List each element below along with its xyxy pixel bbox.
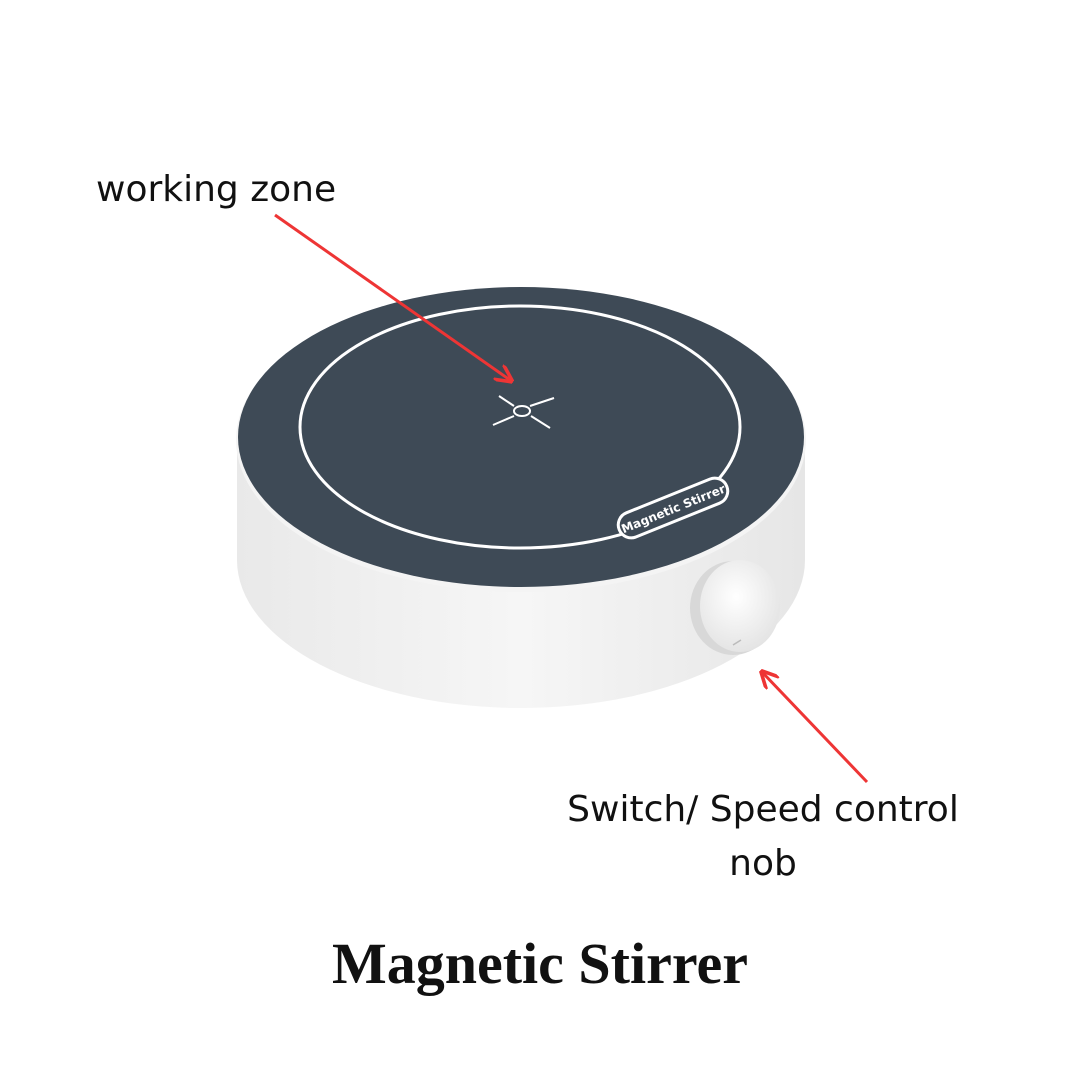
knob-label-line1: Switch/ Speed control <box>567 789 959 830</box>
working-plate <box>238 287 804 587</box>
working-zone-label: working zone <box>96 169 337 210</box>
center-crosshair-icon <box>492 395 555 429</box>
knob-label: Switch/ Speed control nob <box>530 783 996 891</box>
working-zone-ring <box>298 304 742 550</box>
diagram-title: Magnetic Stirrer <box>331 931 749 996</box>
knob-label-line2: nob <box>729 843 797 884</box>
speed-control-knob[interactable] <box>690 560 780 655</box>
working-zone-arrow <box>274 213 510 380</box>
knob-arrow <box>763 673 869 784</box>
